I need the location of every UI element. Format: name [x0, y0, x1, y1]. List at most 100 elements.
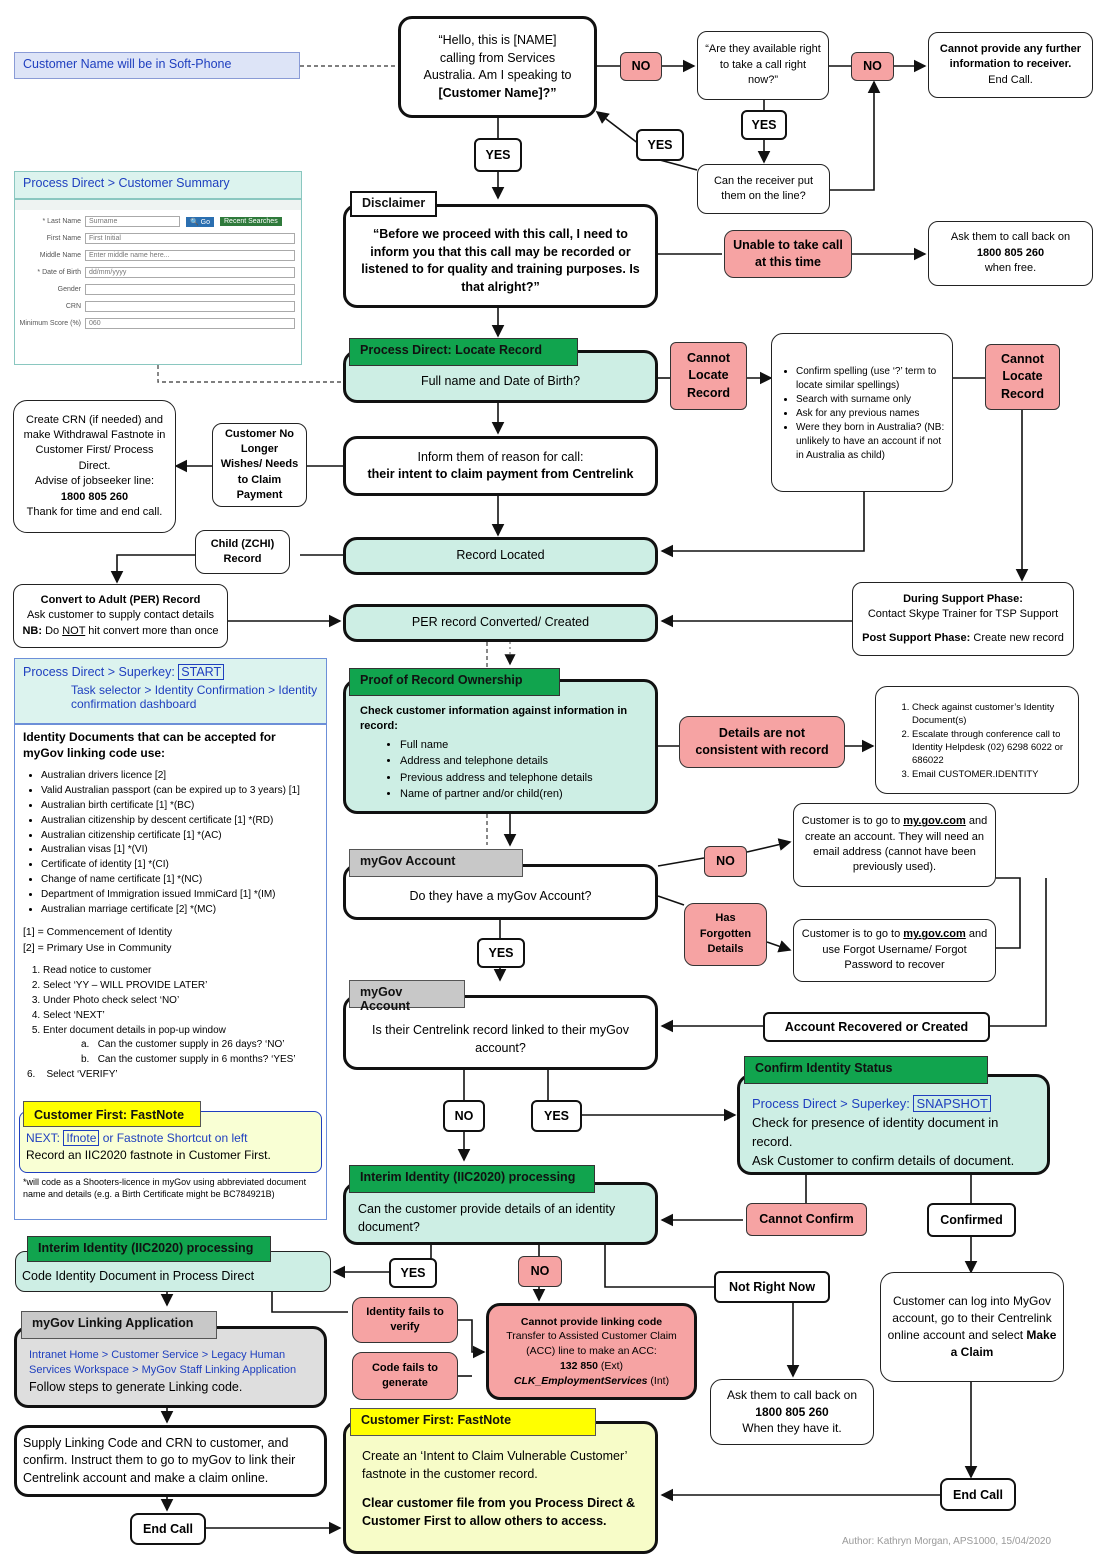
- confirmed-tag: Confirmed: [927, 1203, 1016, 1237]
- identity-steps-box: Check against customer’s Identity Docume…: [875, 686, 1079, 794]
- mygov-header: myGov Account: [349, 849, 523, 877]
- linking-app-text: Follow steps to generate Linking code.: [29, 1379, 243, 1394]
- search-form-field[interactable]: 060: [85, 318, 295, 329]
- locate-tip-item: Were they born in Australia? (NB: unlike…: [796, 421, 946, 463]
- fastnote-box-2: Create an ‘Intent to Claim Vulnerable Cu…: [343, 1421, 658, 1554]
- forgotten-details-tag: Has Forgotten Details: [684, 903, 767, 966]
- post-support-line: Post Support Phase: Create new record: [862, 631, 1064, 644]
- opening-line: “Hello, this is [NAME]: [438, 33, 557, 47]
- step-6: 6. Select ‘VERIFY’: [27, 1068, 118, 1080]
- search-form-label: Minimum Score (%): [19, 320, 81, 327]
- locate-record-text: Full name and Date of Birth?: [420, 373, 581, 388]
- proof-record-box: Check customer information against infor…: [343, 679, 658, 814]
- end-call-tag: End Call: [130, 1513, 206, 1545]
- go-button[interactable]: 🔍 Go: [186, 216, 214, 227]
- yes-tag: YES: [477, 938, 525, 968]
- yes-tag: YES: [531, 1100, 582, 1132]
- convert-adult-text: Ask customer to supply contact details: [26, 609, 215, 622]
- search-form-field[interactable]: [85, 301, 295, 312]
- not-right-now-tag: Not Right Now: [714, 1271, 830, 1303]
- available-question: “Are they available right to take a call…: [697, 31, 829, 100]
- put-on-line-question: Can the receiver put them on the line?: [697, 164, 830, 214]
- id-key-1: [1] = Commencement of Identity: [23, 926, 173, 939]
- mygov-forgot-box: Customer is to go to my.gov.com and use …: [793, 919, 996, 982]
- search-form-field[interactable]: Surname: [85, 216, 180, 227]
- interim-header-1: Interim Identity (IIC2020) processing: [349, 1165, 595, 1193]
- id-fails-tag: Identity fails to verify: [352, 1297, 458, 1343]
- cannot-code-box: Cannot provide linking code Transfer to …: [486, 1303, 697, 1400]
- inform-reason-box: Inform them of reason for call: their in…: [343, 436, 658, 496]
- ifnote-key[interactable]: Ifnote: [63, 1130, 100, 1146]
- search-form-field[interactable]: Enter middle name here...: [85, 250, 295, 261]
- search-form-field[interactable]: First Initial: [85, 233, 295, 244]
- search-form-field[interactable]: dd/mm/yyyy: [85, 267, 295, 278]
- search-form-label: * Date of Birth: [37, 269, 81, 276]
- no-tag: NO: [620, 52, 662, 81]
- cannot-locate-tag: Cannot Locate Record: [670, 342, 747, 410]
- snapshot-key[interactable]: SNAPSHOT: [913, 1095, 991, 1112]
- id-docs-title: Identity Documents that can be accepted …: [23, 730, 276, 761]
- id-key-2: [2] = Primary Use in Community: [23, 941, 172, 954]
- callback-phone: 1800 805 260: [976, 246, 1045, 259]
- id-doc-item: Change of name certificate [1] *(NC): [41, 873, 318, 888]
- cannot-provide-info-title: Cannot provide any further information t…: [939, 42, 1082, 71]
- disclaimer-header: Disclaimer: [350, 191, 437, 217]
- id-step-item: Select ‘YY – WILL PROVIDE LATER’: [43, 979, 318, 994]
- proof-item: Address and telephone details: [400, 753, 593, 770]
- inform-intent: their intent to claim payment from Centr…: [367, 467, 634, 481]
- callback-text: When they have it.: [742, 1421, 842, 1436]
- interim-header-2: Interim Identity (IIC2020) processing: [27, 1236, 271, 1262]
- cannot-code-title: Cannot provide linking code: [520, 1315, 663, 1328]
- opening-customer-name: [Customer Name]?”: [438, 85, 557, 100]
- search-form-row: Gender: [19, 282, 297, 297]
- unable-take-call-tag: Unable to take call at this time: [724, 230, 852, 278]
- superkey-start-panel: Process Direct > Superkey: START Task se…: [14, 658, 327, 724]
- locate-record-header: Process Direct: Locate Record: [349, 338, 578, 366]
- cannot-code-text: Transfer to Assisted Customer Claim (ACC…: [506, 1330, 677, 1358]
- fastnote-text: Record an IIC2020 fastnote in Customer F…: [26, 1148, 271, 1163]
- id-doc-item: Australian citizenship certificate [1] *…: [41, 829, 318, 844]
- disclaimer-box: “Before we proceed with this call, I nee…: [343, 204, 658, 308]
- fastnote-header-1: Customer First: FastNote: [23, 1101, 201, 1127]
- cannot-code-ext: 132 850 (Ext): [559, 1359, 624, 1372]
- confirm-status-header: Confirm Identity Status: [744, 1056, 988, 1084]
- convert-adult-title: Convert to Adult (PER) Record: [40, 593, 201, 606]
- opening-line: Australia. Am I speaking to: [423, 68, 572, 82]
- superkey-start-path: Process Direct > Superkey: START: [23, 664, 318, 680]
- jobseeker-phone: 1800 805 260: [60, 490, 129, 503]
- fastnote2-bold: Clear customer file from you Process Dir…: [362, 1496, 636, 1528]
- no-tag: NO: [704, 846, 747, 877]
- fastnote-header-2: Customer First: FastNote: [350, 1408, 596, 1436]
- id-doc-item: Australian marriage certificate [2] *(MC…: [41, 903, 318, 918]
- callback-phone: 1800 805 260: [755, 1404, 829, 1419]
- superkey-start-subpath: Task selector > Identity Confirmation > …: [71, 683, 318, 711]
- callback-text: when free.: [984, 262, 1037, 275]
- mygov-question: Do they have a myGov Account?: [409, 889, 592, 904]
- mygov-link[interactable]: my.gov.com: [903, 815, 966, 828]
- fastnote-next: NEXT: Ifnote or Fastnote Shortcut on lef…: [26, 1130, 248, 1146]
- proof-item: Previous address and telephone details: [400, 770, 593, 787]
- end-call-tag: End Call: [940, 1478, 1016, 1511]
- search-form-field[interactable]: [85, 284, 295, 295]
- mygov-link[interactable]: my.gov.com: [903, 928, 966, 941]
- support-phase-title: During Support Phase:: [903, 592, 1023, 605]
- start-key[interactable]: START: [178, 664, 225, 680]
- snapshot-path: Process Direct > Superkey: SNAPSHOT: [752, 1095, 991, 1114]
- sub-step-a: a. Can the customer supply in 26 days? ‘…: [81, 1039, 285, 1051]
- opening-script-box: “Hello, this is [NAME] calling from Serv…: [398, 16, 597, 118]
- confirm-status-text: Check for presence of identity document …: [752, 1114, 999, 1149]
- interim-question: Can the customer provide details of an i…: [358, 1202, 616, 1234]
- proof-header: Proof of Record Ownership: [349, 668, 560, 696]
- id-step-item: Read notice to customer: [43, 964, 318, 979]
- identity-steps-list: Check against customer’s Identity Docume…: [882, 701, 1072, 781]
- recent-searches-button[interactable]: Recent Searches: [220, 217, 282, 226]
- search-form-row: CRN: [19, 299, 297, 314]
- cannot-confirm-tag: Cannot Confirm: [746, 1203, 867, 1236]
- linking-app-path: Intranet Home > Customer Service > Legac…: [29, 1348, 297, 1377]
- cannot-provide-info-text: End Call.: [988, 73, 1033, 86]
- mygov-linked-question: Is their Centrelink record linked to the…: [371, 1023, 630, 1055]
- id-doc-item: Australian birth certificate [1] *(BC): [41, 799, 318, 814]
- search-form-label: Gender: [57, 286, 81, 293]
